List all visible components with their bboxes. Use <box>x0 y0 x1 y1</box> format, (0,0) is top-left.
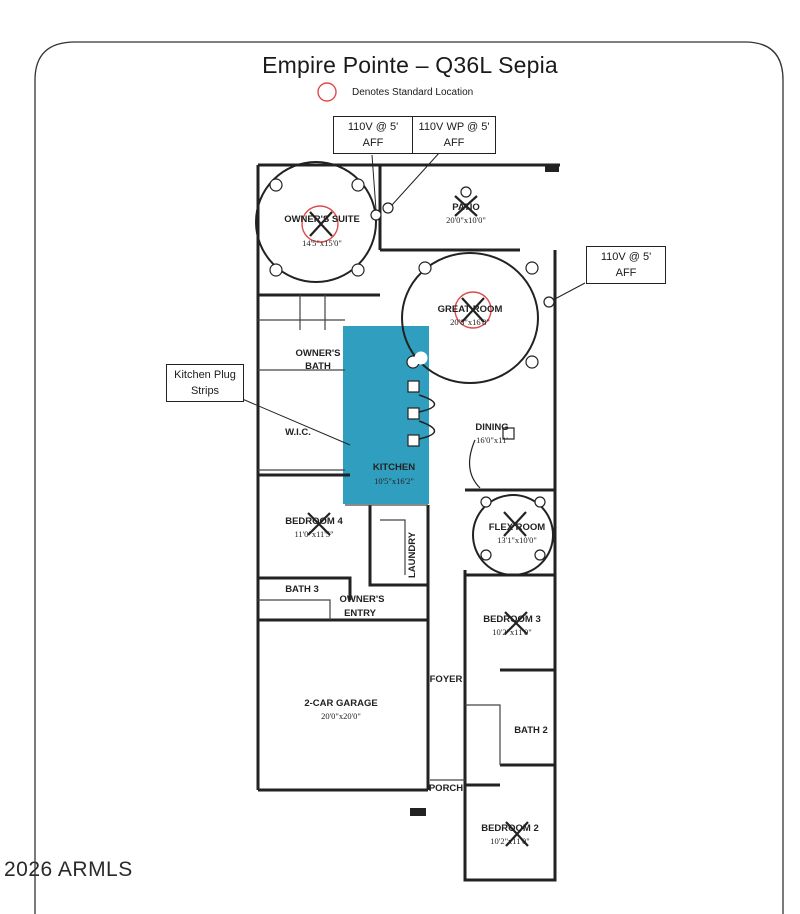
legend-text: Denotes Standard Location <box>352 87 474 98</box>
great-room-label: GREAT ROOM <box>438 304 503 315</box>
owners-outlet-callout: 110V @ 5' AFF <box>333 116 413 154</box>
kitchen-plug-strip-icons <box>407 380 515 489</box>
interior-walls <box>258 295 501 781</box>
standard-location-markers <box>301 205 492 329</box>
laundry-label: LAUNDRY <box>407 531 418 578</box>
patio-label: PATIO <box>452 202 480 213</box>
dining-label: DINING <box>475 422 508 433</box>
garage-label: 2-CAR GARAGE <box>304 698 377 709</box>
flex-room-label: FLEX ROOM <box>489 522 546 533</box>
bedroom4-dim: 11'0"x11'5" <box>294 529 333 539</box>
wic-label: W.I.C. <box>285 427 311 438</box>
great-room-dim: 20'8"x16'8" <box>450 317 490 327</box>
patio-dim: 20'0"x10'0" <box>446 215 486 225</box>
porch-step <box>410 808 426 816</box>
flex-room-light-ring <box>472 494 554 576</box>
owners-entry-label-2: ENTRY <box>344 608 377 619</box>
patio-outlet-callout: 110V WP @ 5' AFF <box>412 116 496 154</box>
outlet-icons <box>370 202 555 308</box>
bedroom3-dim: 10'2"x11'0" <box>492 627 531 637</box>
bath2-label: BATH 2 <box>514 725 548 736</box>
great-room-light-ring <box>401 252 539 384</box>
kitchen-light-icon <box>414 351 428 365</box>
great-room-outlet-callout: 110V @ 5' AFF <box>586 246 666 284</box>
owners-suite-label: OWNER'S SUITE <box>284 214 360 225</box>
porch-label: PORCH <box>429 783 463 794</box>
foyer-label: FOYER <box>430 674 463 685</box>
removed-location-x-icons <box>307 195 529 847</box>
owners-suite-light-ring <box>255 161 377 283</box>
page-title: Empire Pointe – Q36L Sepia <box>262 52 558 78</box>
owners-bath-label-2: BATH <box>305 361 331 372</box>
sheet-border <box>34 41 784 914</box>
garage-dim: 20'0"x20'0" <box>321 711 361 721</box>
watermark: 2026 ARMLS <box>4 858 133 881</box>
callout-leaders <box>239 151 586 446</box>
bedroom2-label: BEDROOM 2 <box>481 823 539 834</box>
dining-dim: 16'0"x11' <box>476 435 508 445</box>
owners-bath-label: OWNER'S <box>295 348 340 359</box>
bath3-label: BATH 3 <box>285 584 319 595</box>
bedroom4-label: BEDROOM 4 <box>285 516 343 527</box>
bedroom3-label: BEDROOM 3 <box>483 614 541 625</box>
kitchen-plug-callout: Kitchen Plug Strips <box>166 364 244 402</box>
bedroom2-dim: 10'2"x11'0" <box>490 836 529 846</box>
flex-room-dim: 13'1"x10'0" <box>497 535 537 545</box>
standard-location-marker-icon <box>317 82 337 102</box>
owners-suite-dim: 14'5"x15'0" <box>302 238 342 248</box>
owners-entry-label: OWNER'S <box>339 594 384 605</box>
kitchen-label: KITCHEN <box>373 462 415 473</box>
kitchen-dim: 10'5"x16'2" <box>374 476 414 486</box>
patio-post <box>545 164 559 172</box>
